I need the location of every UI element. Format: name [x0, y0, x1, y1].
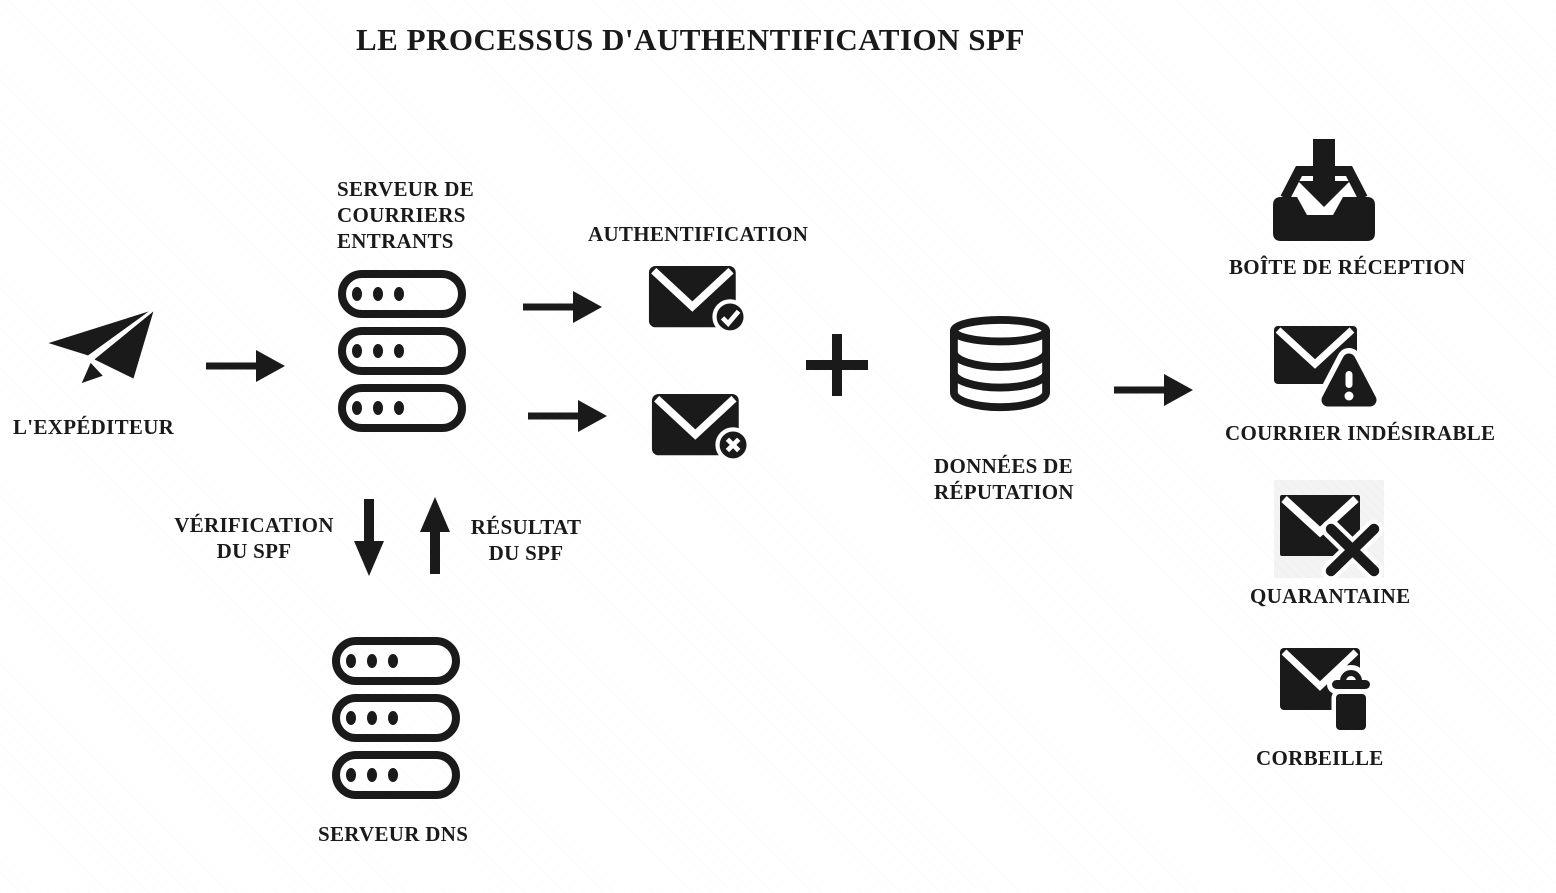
email-cross-circle-icon [651, 393, 751, 463]
arrow-server-to-fail-icon [528, 400, 607, 432]
arrow-down-spf-check-icon [354, 499, 384, 576]
outcome-junk-label: COURRIER INDÉSIRABLE [1225, 421, 1496, 445]
email-cross-icon [1274, 480, 1384, 578]
outcome-inbox-label: BOÎTE DE RÉCEPTION [1229, 255, 1466, 279]
dns-server-stack-icon [332, 637, 460, 799]
dns-server-label: SERVEUR DNS [318, 822, 469, 846]
arrow-reputation-to-outcomes-icon [1114, 374, 1193, 406]
spf-check-label: VÉRIFICATION DU SPF [174, 513, 334, 563]
mail-server-label: SERVEUR DE COURRIERS ENTRANTS [337, 177, 475, 253]
email-check-icon [648, 265, 748, 335]
arrow-server-to-pass-icon [523, 291, 602, 323]
paper-plane-icon [44, 304, 159, 388]
arrow-up-spf-result-icon [420, 497, 450, 574]
mail-server-stack-icon [338, 270, 466, 432]
diagram-title: LE PROCESSUS D'AUTHENTIFICATION SPF [356, 22, 1025, 57]
authentication-label: AUTHENTIFICATION [588, 222, 809, 246]
email-warning-icon [1274, 326, 1382, 412]
arrow-sender-to-server-icon [206, 350, 285, 382]
database-icon [949, 315, 1051, 412]
email-trash-icon [1280, 648, 1375, 735]
plus-icon [806, 334, 868, 396]
reputation-label: DONNÉES DE RÉPUTATION [934, 454, 1074, 504]
outcome-quarantine-label: QUARANTAINE [1250, 584, 1411, 608]
spf-result-label: RÉSULTAT DU SPF [470, 515, 582, 565]
inbox-download-icon [1273, 139, 1375, 241]
outcome-trash-label: CORBEILLE [1256, 746, 1384, 770]
sender-label: L'EXPÉDITEUR [13, 415, 175, 439]
